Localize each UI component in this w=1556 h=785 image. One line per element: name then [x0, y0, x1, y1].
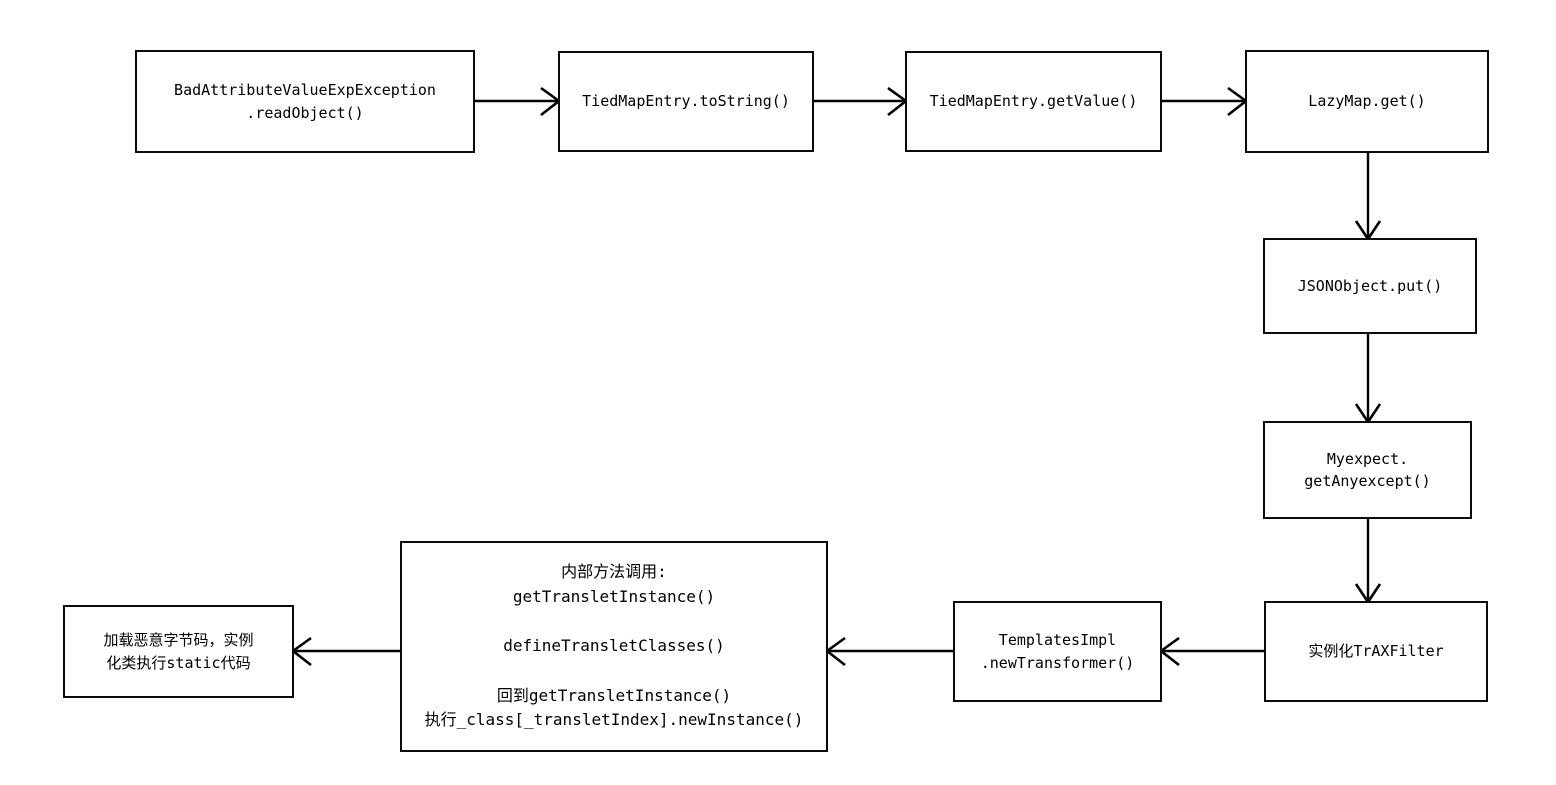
- node-load-malicious-bytecode[interactable]: 加载恶意字节码，实例 化类执行static代码: [63, 605, 294, 698]
- node-jsonobject-put[interactable]: JSONObject.put(): [1263, 238, 1477, 334]
- node-internal-method-calls[interactable]: 内部方法调用: getTransletInstance() defineTran…: [400, 541, 828, 752]
- edge-myexpect-to-traxfilter: [1354, 519, 1382, 605]
- edge-traxfilter-to-templatesimpl: [1158, 636, 1264, 667]
- node-bad-attribute-value-exp-exception[interactable]: BadAttributeValueExpException .readObjec…: [135, 50, 475, 153]
- edge-templatesimpl-to-internal-calls: [824, 636, 953, 667]
- node-templates-impl-newtransformer[interactable]: TemplatesImpl .newTransformer(): [953, 601, 1162, 702]
- node-tied-map-entry-getvalue[interactable]: TiedMapEntry.getValue(): [905, 51, 1162, 152]
- edge-bad-attribute-to-tiedmap-tostring: [475, 86, 562, 117]
- edge-lazymap-to-jsonobject: [1354, 153, 1382, 242]
- node-instantiate-traxfilter[interactable]: 实例化TrAXFilter: [1264, 601, 1488, 702]
- edge-tostring-to-getvalue: [814, 86, 909, 117]
- edge-jsonobject-to-myexpect: [1354, 334, 1382, 425]
- edge-internal-calls-to-load-bytecode: [290, 636, 400, 667]
- node-tied-map-entry-tostring[interactable]: TiedMapEntry.toString(): [558, 51, 814, 152]
- node-lazy-map-get[interactable]: LazyMap.get(): [1245, 50, 1489, 153]
- edge-getvalue-to-lazymap: [1162, 86, 1249, 117]
- node-myexpect-getanyexcept[interactable]: Myexpect. getAnyexcept(): [1263, 421, 1472, 519]
